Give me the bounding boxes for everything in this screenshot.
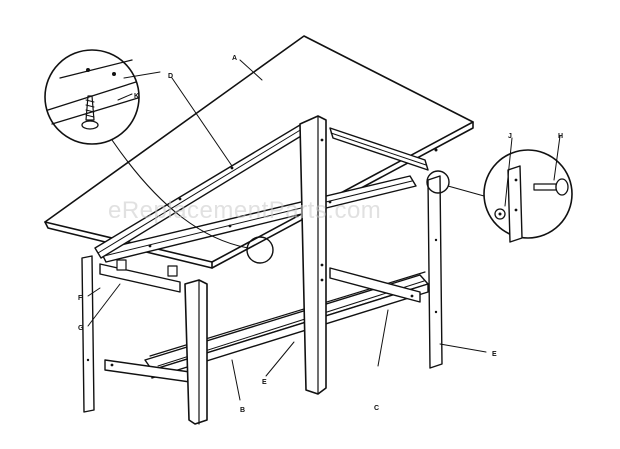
detail-inset-screw — [44, 49, 140, 145]
leg-left-rear — [81, 255, 95, 413]
apron-rail-side-right — [329, 127, 429, 171]
label-a: A — [232, 55, 237, 62]
lower-rail-side-right — [329, 267, 421, 303]
label-j: J — [508, 133, 512, 140]
hardware-markers — [246, 148, 450, 264]
hex-nut-icon — [494, 208, 506, 220]
leg-center — [299, 115, 327, 395]
watermark: eReplacementParts.com — [108, 197, 381, 224]
detail-inset-bolt — [483, 149, 573, 243]
carriage-bolt-icon — [533, 178, 569, 196]
label-f: F — [78, 295, 83, 302]
leg-right — [427, 175, 443, 369]
label-d: D — [168, 73, 173, 80]
part-labels: A B C D E E F G H J K — [78, 55, 563, 414]
label-leaders — [87, 59, 561, 401]
label-b: B — [240, 407, 245, 414]
label-c: C — [374, 405, 379, 412]
leader-inset-to-marker — [111, 139, 249, 249]
leader-bolt-inset — [447, 185, 485, 197]
label-k: K — [134, 93, 139, 100]
label-g: G — [78, 325, 84, 332]
label-h: H — [558, 133, 563, 140]
apron-rail-side-left — [99, 259, 181, 293]
label-e-shelf: E — [262, 379, 267, 386]
wood-screw-icon — [81, 95, 99, 130]
leg-left-front — [184, 279, 208, 425]
label-e-leg: E — [492, 351, 497, 358]
